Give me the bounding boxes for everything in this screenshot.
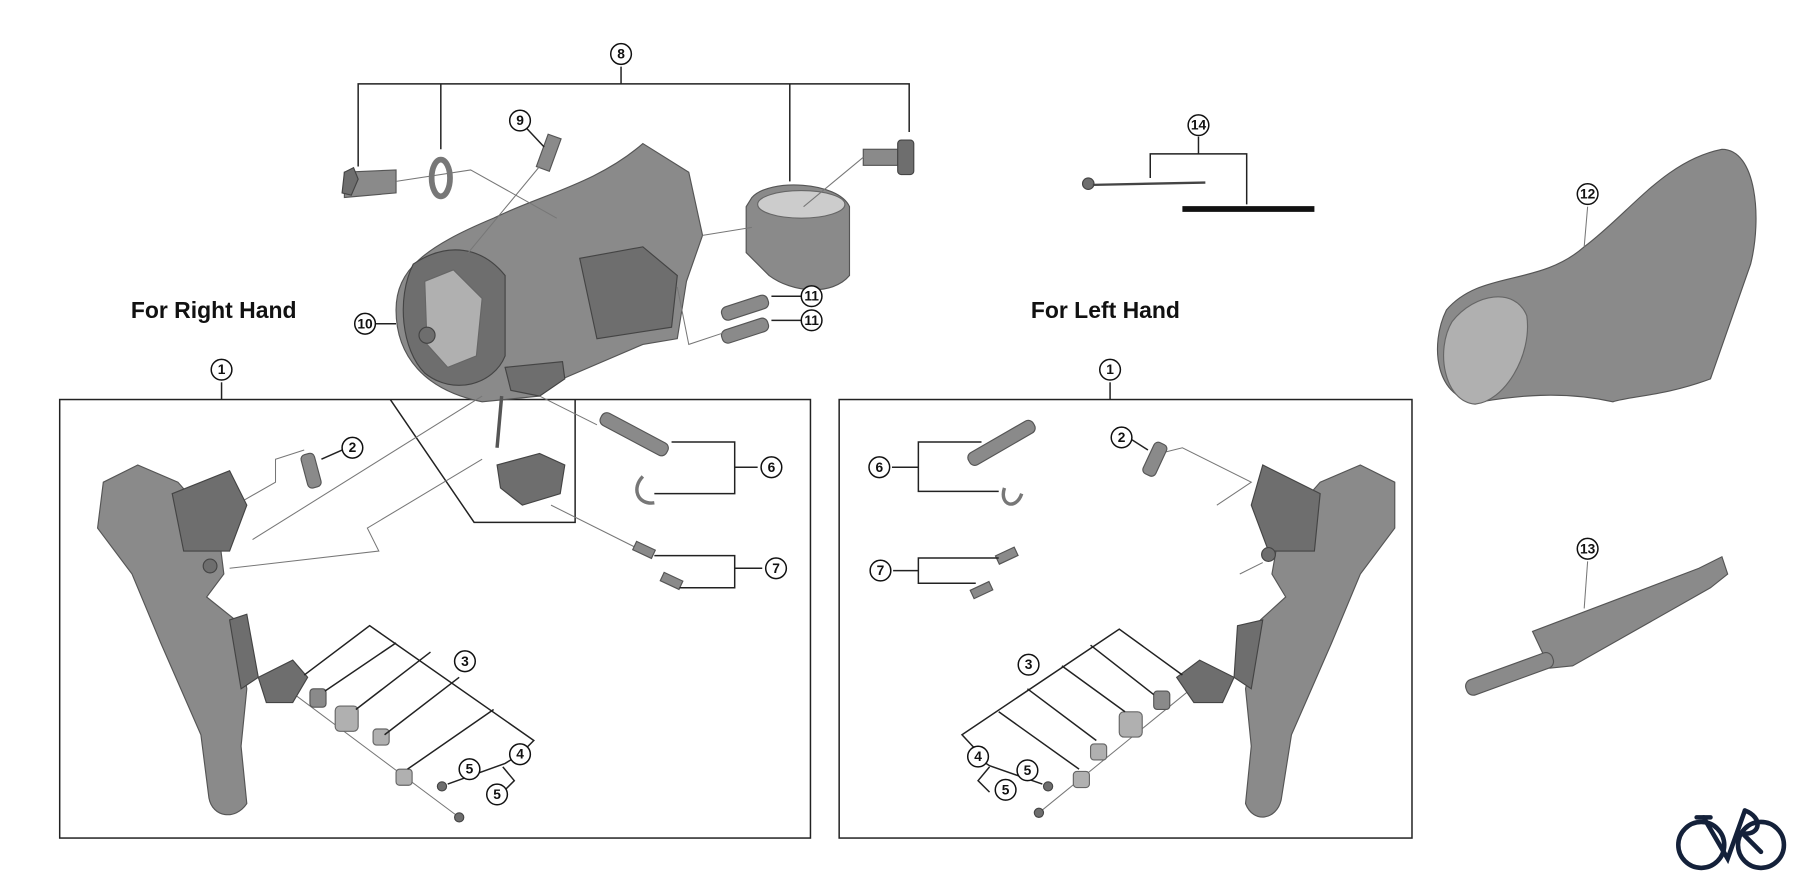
svg-text:5: 5 (466, 762, 474, 777)
part-clamp-band (745, 184, 851, 291)
svg-text:4: 4 (974, 749, 982, 764)
svg-text:1: 1 (1106, 362, 1114, 377)
part-cable-14 (1081, 177, 1315, 212)
part-pin-6-right (599, 412, 758, 505)
callout-3-left: 3 (1017, 653, 1040, 676)
part-tool-13 (1465, 555, 1729, 696)
bracket-8-leader (357, 66, 910, 182)
lever-bracket-body (395, 142, 704, 506)
svg-text:4: 4 (516, 747, 524, 762)
callout-10: 10 (353, 312, 397, 335)
callout-1-left: 1 (1098, 358, 1122, 381)
part-screw-9 (535, 133, 562, 172)
left-hand-heading: For Left Hand (1031, 297, 1180, 323)
svg-text:1: 1 (218, 362, 226, 377)
callout-1-right: 1 (210, 358, 233, 381)
part-hood-12 (1436, 148, 1757, 405)
callout-5b-left: 5 (994, 778, 1017, 801)
callout-5b-right: 5 (485, 783, 509, 806)
svg-text:2: 2 (1118, 430, 1126, 445)
svg-text:14: 14 (1191, 118, 1207, 133)
part-springs-3-right (257, 624, 535, 823)
right-brake-lever (96, 464, 259, 816)
callout-2-right: 2 (321, 436, 364, 460)
bicycle-logo-icon (1676, 808, 1787, 871)
callout-13: 13 (1576, 537, 1599, 560)
svg-text:2: 2 (349, 440, 357, 455)
part-clamp-bolt (862, 139, 915, 176)
callout-14: 14 (1187, 114, 1210, 137)
part-springs-3-left (960, 628, 1235, 818)
callout-3-right: 3 (453, 650, 477, 673)
svg-text:10: 10 (357, 316, 373, 331)
callout-9: 9 (508, 109, 545, 148)
part-screws-7-right (631, 540, 763, 591)
svg-text:13: 13 (1580, 541, 1596, 556)
callout-8: 8 (609, 42, 633, 66)
part-washer (428, 156, 453, 200)
svg-text:7: 7 (772, 561, 780, 576)
part-spring-2-left (1142, 441, 1168, 477)
part-plugs-11 (720, 294, 770, 344)
part-screws-7-left (893, 546, 1019, 600)
svg-text:11: 11 (804, 289, 819, 304)
part-leader-lines (229, 156, 1263, 818)
callout-12: 12 (1576, 182, 1599, 206)
callout-6-right: 6 (760, 456, 783, 479)
callout-5a-left: 5 (1016, 759, 1039, 782)
callout-11a: 11 (771, 285, 823, 308)
svg-text:5: 5 (1024, 763, 1032, 778)
right-hand-heading: For Right Hand (131, 297, 297, 323)
svg-text:5: 5 (493, 787, 501, 802)
svg-text:5: 5 (1002, 782, 1010, 797)
svg-text:11: 11 (804, 313, 819, 328)
svg-text:7: 7 (877, 563, 885, 578)
svg-text:6: 6 (876, 460, 884, 475)
svg-text:12: 12 (1580, 187, 1596, 202)
right-lever-assembly-box (58, 382, 812, 839)
callout-6-left: 6 (868, 456, 891, 479)
callout-5a-right: 5 (458, 758, 481, 781)
left-lever-assembly-box (838, 382, 1413, 839)
callout-2-left: 2 (1110, 426, 1149, 451)
svg-text:8: 8 (617, 46, 625, 61)
callout-4-right: 4 (508, 743, 532, 766)
part-pin-6-left (891, 419, 1036, 506)
svg-text:9: 9 (516, 113, 524, 128)
callout-11b: 11 (771, 309, 823, 332)
bracket-14-leader (1149, 136, 1248, 205)
part-spring-2-right (300, 452, 322, 489)
part-cap-bolt (341, 166, 397, 199)
left-brake-lever (1233, 464, 1396, 818)
callout-7-left: 7 (869, 559, 892, 582)
svg-text:6: 6 (768, 460, 776, 475)
callout-4-left: 4 (966, 745, 990, 768)
svg-text:3: 3 (1025, 657, 1033, 672)
callout-7-right: 7 (764, 557, 788, 580)
svg-text:3: 3 (461, 654, 469, 669)
